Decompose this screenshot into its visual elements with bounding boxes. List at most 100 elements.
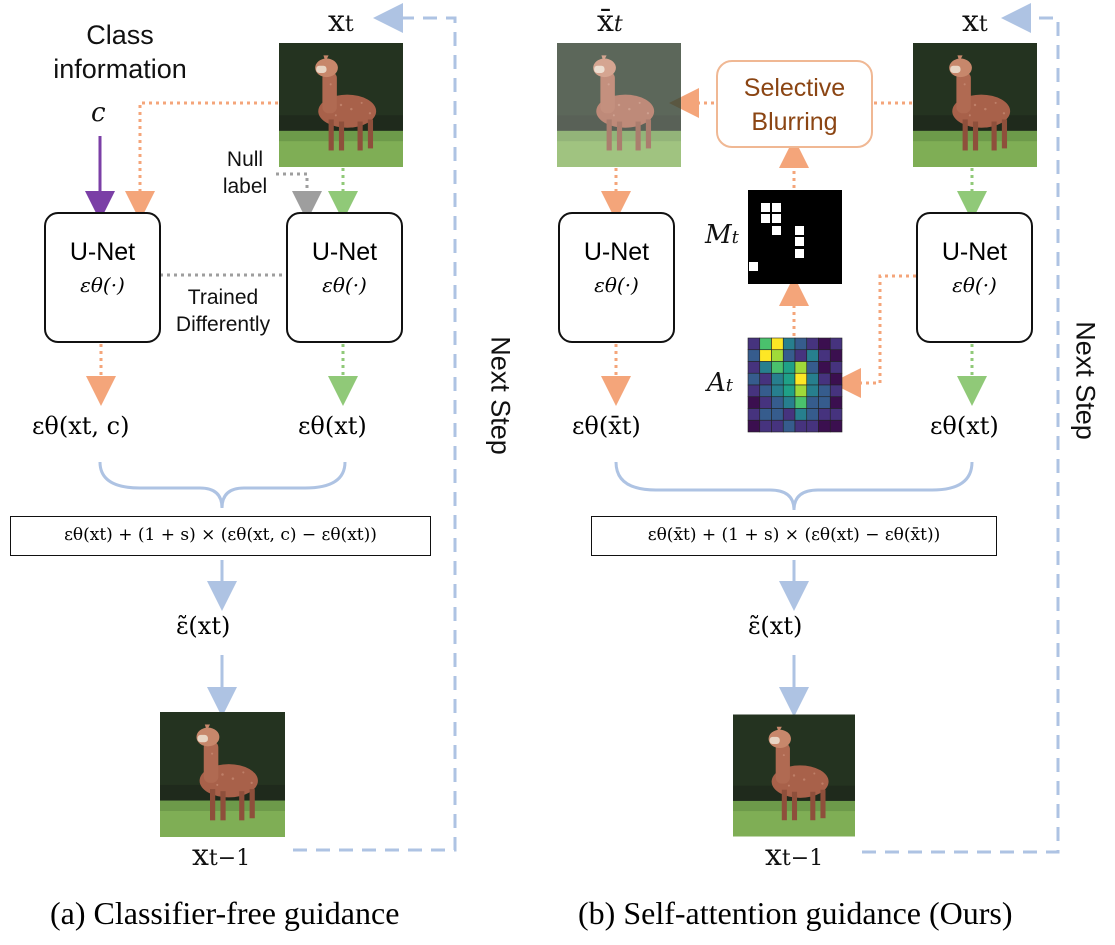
attention-cell	[771, 419, 784, 433]
equation-box-right: εθ(x̄t) + (1 + s) × (εθ(xt) − εθ(x̄t))	[591, 516, 997, 556]
unet-func: εθ(·)	[80, 273, 125, 297]
xt1-label-right: xt−1	[765, 838, 824, 873]
attention-cell	[759, 349, 772, 362]
attention-cell	[782, 349, 796, 362]
attention-cell	[818, 419, 831, 433]
noisy-image-xt-left	[279, 43, 403, 167]
attention-cell	[806, 361, 819, 374]
attention-map	[747, 337, 843, 433]
unet-func: εθ(·)	[322, 273, 367, 297]
attention-cell	[806, 337, 819, 351]
attention-cell	[782, 372, 796, 386]
attention-cell	[829, 372, 843, 386]
attention-cell	[794, 349, 808, 362]
unet-right-to-attn-connector	[831, 274, 916, 398]
attention-cell	[829, 396, 843, 409]
attention-cell	[771, 337, 784, 351]
attention-cell	[771, 372, 784, 386]
attention-cell	[759, 419, 772, 433]
attention-cell	[782, 361, 796, 374]
unet-title: U-Net	[941, 238, 1008, 266]
brace-right	[614, 461, 974, 511]
null-label: Null label	[222, 148, 268, 198]
attention-cell	[771, 396, 784, 409]
attention-cell	[806, 396, 819, 409]
xt-label-right: xt	[962, 4, 988, 39]
unet-right-a: U-Net εθ(·)	[286, 212, 403, 343]
attention-cell	[806, 349, 819, 362]
attention-cell	[829, 337, 843, 351]
attention-cell	[794, 419, 808, 433]
attention-cell	[818, 384, 831, 398]
output-image-xt1-right	[733, 714, 855, 837]
brace-left	[98, 461, 347, 509]
unet-left-a: U-Net εθ(·)	[44, 212, 161, 343]
attention-cell	[794, 372, 808, 386]
attention-cell	[759, 361, 772, 374]
attention-cell	[782, 384, 796, 398]
attention-cell	[829, 408, 843, 421]
attention-cell	[794, 337, 808, 351]
unet-func: εθ(·)	[952, 273, 997, 297]
caption-left: (a) Classifier-free guidance	[50, 895, 400, 931]
attention-cell	[794, 384, 808, 398]
guided-noise-right: ε̃(xt)	[748, 612, 803, 640]
output-image-xt1-left	[160, 712, 285, 837]
attention-cell	[782, 337, 796, 351]
trained-differently-label: Trained Differently	[175, 286, 271, 336]
unet-title: U-Net	[69, 238, 136, 266]
attention-cell	[759, 396, 772, 409]
attention-cell	[818, 349, 831, 362]
attention-cell	[794, 408, 808, 421]
equation-box-left: εθ(xt) + (1 + s) × (εθ(xt, c) − εθ(xt))	[10, 516, 431, 556]
unet-right-b: U-Net εθ(·)	[916, 212, 1033, 343]
next-step-label-left: Next Step	[485, 336, 516, 455]
attention-cell	[829, 361, 843, 374]
attention-cell	[806, 408, 819, 421]
attention-cell	[759, 372, 772, 386]
attention-cell	[747, 396, 761, 409]
mask-label: Mt	[705, 220, 739, 250]
attention-cell	[806, 419, 819, 433]
attention-cell	[829, 384, 843, 398]
attention-cell	[747, 419, 761, 433]
attn-label: At	[707, 368, 734, 398]
attention-cell	[747, 372, 761, 386]
attention-cell	[829, 419, 843, 433]
output-original-right: εθ(xt)	[930, 412, 999, 440]
attention-cell	[759, 408, 772, 421]
attention-cell	[818, 396, 831, 409]
attention-cell	[747, 337, 761, 351]
attention-cell	[794, 396, 808, 409]
attention-cell	[782, 408, 796, 421]
attention-cell	[794, 361, 808, 374]
attention-cell	[759, 337, 772, 351]
null-label-connector	[276, 172, 322, 221]
attention-cell	[806, 384, 819, 398]
output-uncond-left: εθ(xt)	[298, 412, 367, 440]
selective-blurring-box: Selective Blurring	[716, 60, 873, 148]
attention-cell	[771, 408, 784, 421]
caption-right: (b) Self-attention guidance (Ours)	[578, 895, 1013, 931]
attention-cell	[782, 396, 796, 409]
attention-cell	[818, 372, 831, 386]
attention-cell	[747, 361, 761, 374]
attention-cell	[759, 384, 772, 398]
next-step-loop-right	[862, 3, 1060, 854]
output-cond-left: εθ(xt, c)	[32, 412, 130, 440]
attention-cell	[818, 408, 831, 421]
attention-cell	[747, 349, 761, 362]
xt-label-left: xt	[328, 4, 354, 39]
attention-cell	[747, 408, 761, 421]
attention-cell	[771, 349, 784, 362]
attention-cell	[747, 384, 761, 398]
next-step-label-right: Next Step	[1070, 321, 1101, 440]
mask-map	[748, 190, 842, 284]
attention-cell	[771, 384, 784, 398]
guided-noise-left: ε̃(xt)	[176, 612, 231, 640]
attention-cell	[771, 361, 784, 374]
attention-cell	[818, 361, 831, 374]
attention-cell	[818, 337, 831, 351]
class-symbol: c	[91, 98, 106, 128]
